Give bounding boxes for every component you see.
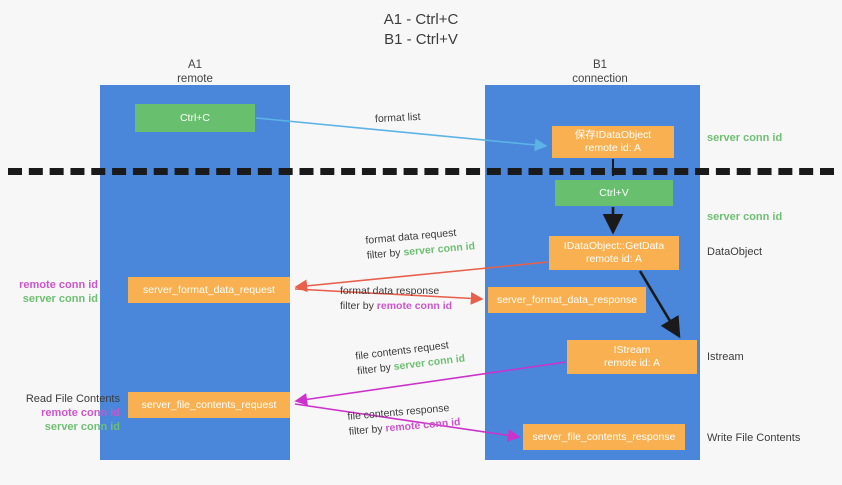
edge-fc-response-filter-prefix: filter by xyxy=(348,422,386,438)
edge-fd-response-text: format data response xyxy=(340,285,440,297)
node-server-format-data-response[interactable]: server_format_data_response xyxy=(488,287,646,313)
wire-file-contents-response xyxy=(294,403,521,442)
node-istream[interactable]: IStream remote id: A xyxy=(567,340,697,374)
wire-file-contents-request xyxy=(294,361,567,406)
node-getdata-sublabel: remote id: A xyxy=(585,253,643,265)
annotation-remote-conn-id-1: remote conn id xyxy=(19,279,98,291)
edge-fd-response-filter-value: remote conn id xyxy=(376,300,453,312)
phase-divider xyxy=(8,168,834,175)
node-ctrl-c[interactable]: Ctrl+C xyxy=(135,104,255,132)
lane-b1-name: B1 xyxy=(592,59,608,71)
annotation-server-conn-id-1: server conn id xyxy=(22,293,98,305)
node-fc-response-label: server_file_contents_response xyxy=(532,430,676,443)
edge-fd-request-filter-prefix: filter by xyxy=(366,246,404,262)
edge-label-format-list: format list xyxy=(375,110,421,127)
node-ctrl-c-label: Ctrl+C xyxy=(179,111,211,124)
node-fd-response-label: server_format_data_response xyxy=(496,293,638,306)
lane-b1-sub: connection xyxy=(572,73,628,85)
node-ctrl-v-label: Ctrl+V xyxy=(599,186,629,199)
wire-format-data-request xyxy=(294,261,549,293)
wire-getdata-to-istream xyxy=(638,270,681,339)
annotation-server-conn-id-top: server conn id xyxy=(707,132,783,144)
node-istream-sublabel: remote id: A xyxy=(603,357,661,369)
node-server-format-data-request[interactable]: server_format_data_request xyxy=(128,277,290,303)
node-fd-request-label: server_format_data_request xyxy=(143,283,275,296)
edge-format-list-text: format list xyxy=(374,110,421,126)
node-istream-label: IStream xyxy=(613,344,651,356)
node-ctrl-v[interactable]: Ctrl+V xyxy=(555,180,673,206)
annotation-server-conn-id-2: server conn id xyxy=(44,421,120,433)
annotation-data-object: DataObject xyxy=(707,246,763,258)
node-save-idataobject-sublabel: remote id: A xyxy=(584,142,642,154)
title-line-2: B1 - Ctrl+V xyxy=(384,31,458,48)
annotation-read-file-contents-group: Read File Contents remote conn id server… xyxy=(6,392,120,434)
edge-fd-response-filter-prefix: filter by xyxy=(340,300,377,312)
page-title: A1 - Ctrl+C B1 - Ctrl+V xyxy=(0,10,842,50)
title-line-1: A1 - Ctrl+C xyxy=(383,11,459,28)
annotation-write-file-contents: Write File Contents xyxy=(707,432,801,444)
annotation-read-file-contents: Read File Contents xyxy=(25,393,120,405)
lane-header-b1: B1 connection xyxy=(535,58,665,86)
node-fc-request-label: server_file_contents_request xyxy=(141,398,277,411)
node-getdata-label: IDataObject::GetData xyxy=(563,240,665,252)
annotation-remote-conn-id-2: remote conn id xyxy=(41,407,120,419)
lane-header-a1: A1 remote xyxy=(135,58,255,86)
wire-format-data-response xyxy=(294,288,484,305)
annotation-server-conn-id-mid: server conn id xyxy=(707,211,783,223)
annotation-conn-ids-format: remote conn id server conn id xyxy=(8,278,98,306)
edge-fc-request-filter-prefix: filter by xyxy=(356,361,395,378)
annotation-istream: Istream xyxy=(707,351,744,363)
node-save-idataobject[interactable]: 保存IDataObject remote id: A xyxy=(552,126,674,158)
lane-a1-name: A1 xyxy=(187,59,203,71)
wire-format-list xyxy=(255,117,548,152)
node-save-idataobject-label: 保存IDataObject xyxy=(574,129,652,141)
node-idataobject-getdata[interactable]: IDataObject::GetData remote id: A xyxy=(549,236,679,270)
node-server-file-contents-response[interactable]: server_file_contents_response xyxy=(523,424,685,450)
edge-fd-response-filter: filter by remote conn id xyxy=(340,299,452,314)
edge-label-format-data-response: format data response filter by remote co… xyxy=(340,284,452,314)
lane-a1-sub: remote xyxy=(177,73,213,85)
node-server-file-contents-request[interactable]: server_file_contents_request xyxy=(128,392,290,418)
